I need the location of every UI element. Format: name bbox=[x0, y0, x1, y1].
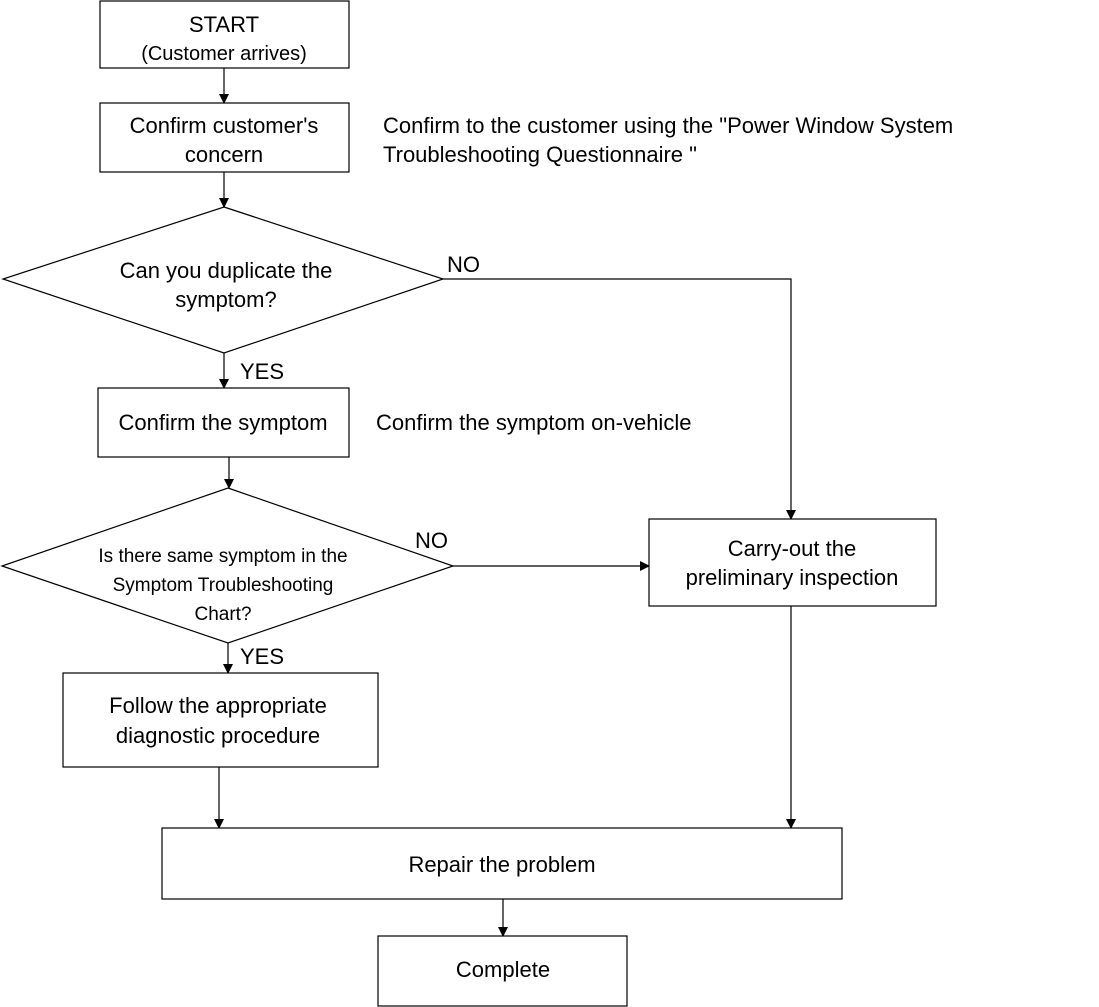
chart-no-label: NO bbox=[415, 528, 448, 553]
confirm-concern-label-line2: concern bbox=[185, 142, 263, 167]
chart-decision-node: Is there same symptom in the Symptom Tro… bbox=[0, 487, 455, 644]
preliminary-inspection-node: Carry-out the preliminary inspection bbox=[648, 518, 937, 607]
duplicate-yes-label: YES bbox=[240, 359, 284, 384]
arrow-duplicate-no bbox=[443, 278, 796, 520]
complete-label: Complete bbox=[456, 957, 550, 982]
repair-label: Repair the problem bbox=[408, 852, 595, 877]
chart-decision-label-line2: Symptom Troubleshooting bbox=[113, 575, 334, 596]
preliminary-inspection-label-line2: preliminary inspection bbox=[686, 565, 899, 590]
start-sublabel: (Customer arrives) bbox=[141, 43, 307, 65]
confirm-symptom-node: Confirm the symptom bbox=[97, 387, 350, 458]
preliminary-inspection-label-line1: Carry-out the bbox=[728, 536, 856, 561]
complete-node: Complete bbox=[377, 935, 628, 1007]
chart-yes-label: YES bbox=[240, 644, 284, 669]
confirm-symptom-label: Confirm the symptom bbox=[118, 410, 327, 435]
duplicate-no-label: NO bbox=[447, 252, 480, 277]
questionnaire-note-line2: Troubleshooting Questionnaire " bbox=[383, 142, 697, 167]
confirm-concern-node: Confirm customer's concern bbox=[99, 102, 350, 173]
questionnaire-note-line1: Confirm to the customer using the "Power… bbox=[383, 113, 953, 138]
start-label: START bbox=[189, 12, 259, 37]
duplicate-decision-node: Can you duplicate the symptom? bbox=[1, 206, 445, 354]
start-node: START (Customer arrives) bbox=[99, 0, 350, 69]
questionnaire-note: Confirm to the customer using the "Power… bbox=[383, 113, 953, 167]
follow-procedure-label-line1: Follow the appropriate bbox=[109, 693, 327, 718]
duplicate-decision-label-line2: symptom? bbox=[175, 287, 276, 312]
duplicate-decision-label-line1: Can you duplicate the bbox=[120, 258, 333, 283]
follow-procedure-label-line2: diagnostic procedure bbox=[116, 723, 320, 748]
confirm-concern-label-line1: Confirm customer's bbox=[130, 113, 319, 138]
follow-procedure-node: Follow the appropriate diagnostic proced… bbox=[62, 672, 379, 768]
on-vehicle-note: Confirm the symptom on-vehicle bbox=[376, 410, 691, 435]
chart-decision-label-line3: Chart? bbox=[194, 604, 251, 625]
repair-node: Repair the problem bbox=[161, 827, 843, 900]
chart-decision-label-line1: Is there same symptom in the bbox=[98, 546, 347, 567]
